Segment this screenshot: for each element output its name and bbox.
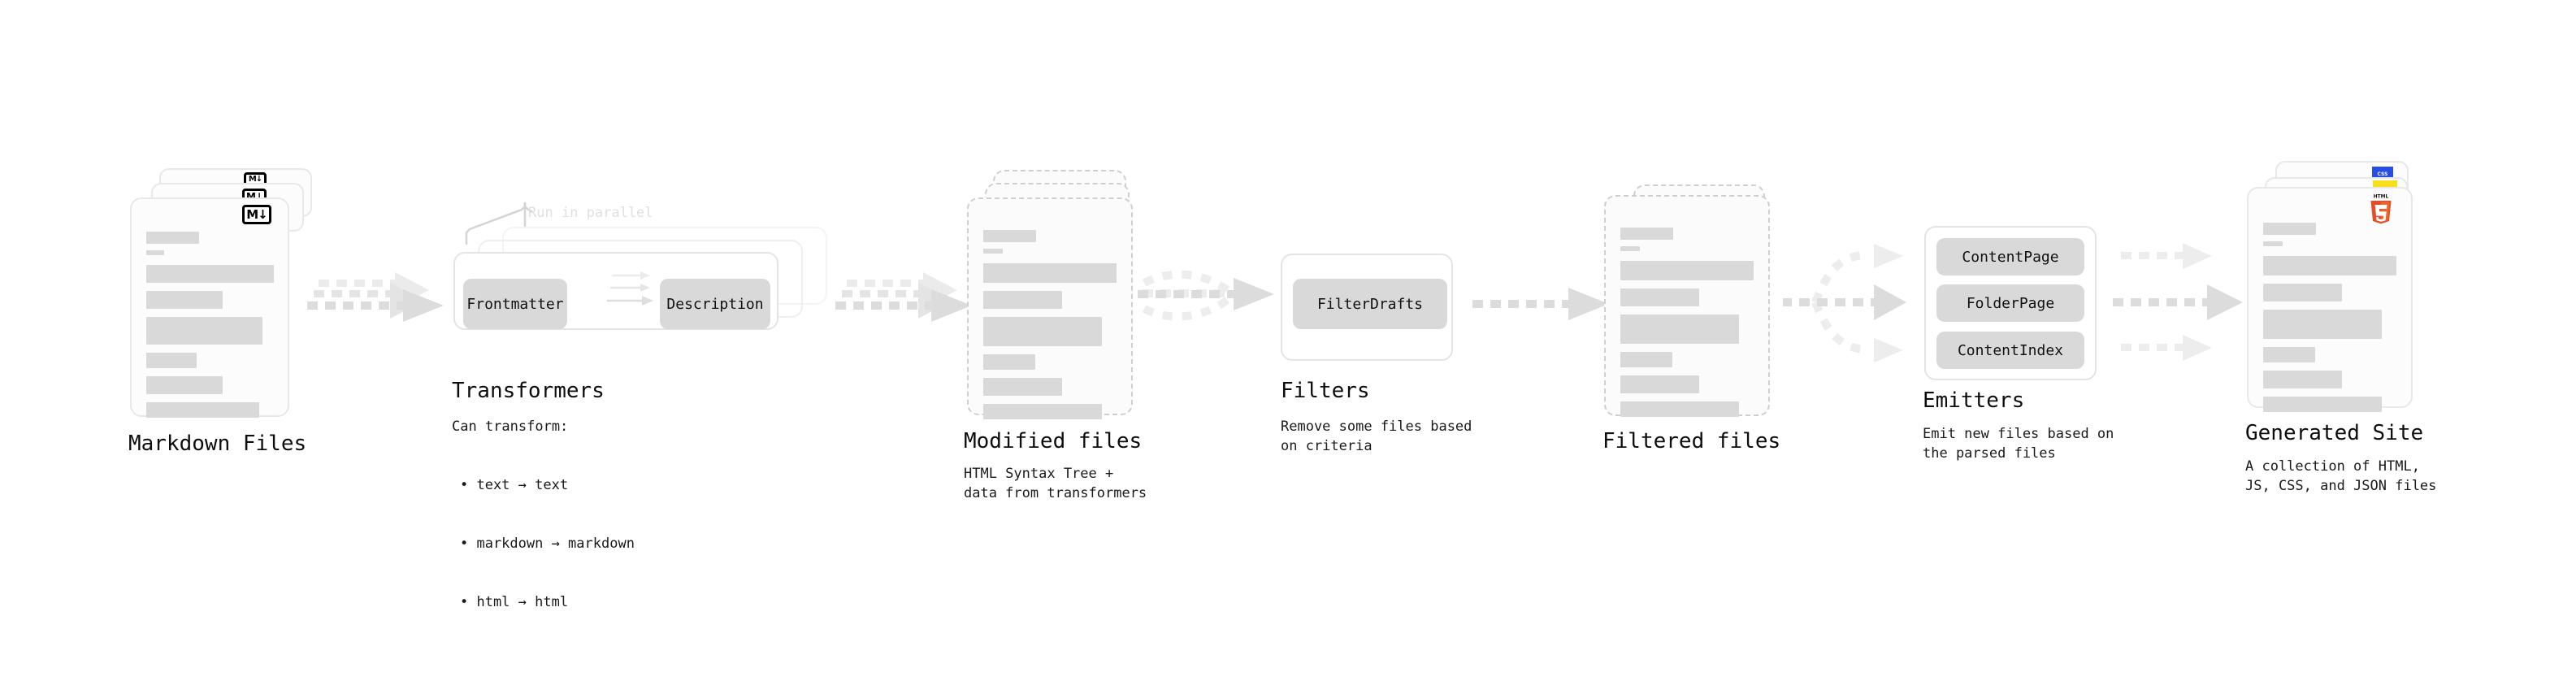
transformers-inner-arrows: [606, 271, 653, 306]
content-bar: [2263, 347, 2315, 362]
content-bar: [1620, 352, 1672, 367]
transformer-pill-label: Frontmatter: [466, 295, 564, 313]
transformer-pill-label: Description: [666, 295, 764, 313]
content-bar: [1620, 314, 1739, 344]
content-bar: [146, 265, 274, 283]
markdown-badge-text: M↓: [246, 206, 267, 222]
content-bar: [146, 250, 164, 255]
transformer-pill-description[interactable]: Description: [660, 279, 770, 329]
filter-pill-label: FilterDrafts: [1316, 295, 1424, 313]
emitter-pill-folderpage[interactable]: FolderPage: [1936, 284, 2084, 322]
markdown-badge-front: M↓: [242, 205, 271, 224]
arrow-transformers-to-modified: [835, 272, 972, 322]
content-bar: [2263, 241, 2283, 246]
arrow-filtered-to-emitters: [1783, 244, 1906, 362]
markdown-card-content: [146, 232, 274, 418]
css-badge-label: CSS: [2377, 171, 2388, 177]
svg-text:HTML: HTML: [2374, 195, 2389, 200]
stage-title-emitters: Emitters: [1923, 388, 2025, 413]
content-bar: [2263, 256, 2396, 275]
content-bar: [983, 249, 1003, 254]
stage-caption-transformers: Can transform:: [452, 419, 569, 435]
emitter-pill-label: ContentIndex: [1957, 341, 2064, 359]
content-bar: [983, 354, 1035, 370]
run-in-parallel-bracket: [465, 202, 533, 245]
content-bar: [1620, 246, 1640, 251]
content-bar: [1620, 375, 1699, 393]
content-bar: [983, 291, 1062, 309]
markdown-card-front: [130, 197, 289, 418]
content-bar: [2263, 223, 2316, 235]
markdown-badge-text: M↓: [248, 174, 262, 184]
content-bar: [983, 230, 1036, 242]
generated-card-front: [2247, 187, 2413, 412]
transformers-bullet-text: • text → text • markdown → markdown • ht…: [460, 436, 635, 651]
filter-pill-filterdrafts[interactable]: FilterDrafts: [1293, 279, 1447, 329]
html5-icon: HTML: [2370, 195, 2392, 224]
stage-caption-emitters: Emit new files based on the parsed files: [1923, 426, 2114, 462]
content-bar: [1620, 288, 1699, 306]
content-bar: [2263, 397, 2382, 412]
content-bar: [146, 353, 197, 368]
content-bar: [146, 291, 223, 309]
content-bar: [2263, 310, 2382, 339]
modified-card-content: [983, 230, 1117, 419]
stage-title-filters: Filters: [1281, 379, 1370, 403]
transformers-bullet-item: • text → text: [460, 477, 569, 493]
content-bar: [1620, 401, 1739, 417]
stage-caption-modified-files: HTML Syntax Tree + data from transformer…: [964, 466, 1147, 501]
arrow-markdown-to-transformers: [307, 272, 444, 322]
emitter-pill-label: ContentPage: [1962, 248, 2059, 266]
stage-title-filtered-files: Filtered files: [1602, 429, 1781, 453]
content-bar: [2263, 284, 2342, 301]
arrow-filters-to-filtered: [1472, 288, 1609, 320]
stage-title-modified-files: Modified files: [964, 429, 1143, 453]
content-bar: [1620, 228, 1673, 240]
stage-title-transformers: Transformers: [452, 379, 605, 403]
run-in-parallel-label: Run in parallel: [528, 205, 653, 221]
generated-card-content: [2263, 223, 2396, 412]
transformer-pill-frontmatter[interactable]: Frontmatter: [463, 279, 567, 329]
arrow-modified-to-filters: [1138, 270, 1274, 321]
transformers-bullet-item: • html → html: [460, 594, 569, 610]
modified-card-front: [967, 197, 1133, 419]
stage-caption-generated-site: A collection of HTML, JS, CSS, and JSON …: [2245, 458, 2437, 494]
emitter-pill-contentpage[interactable]: ContentPage: [1936, 238, 2084, 275]
content-bar: [146, 232, 199, 244]
content-bar: [983, 378, 1062, 396]
content-bar: [146, 317, 262, 345]
filtered-card-front: [1604, 195, 1770, 417]
content-bar: [146, 376, 223, 394]
content-bar: [983, 404, 1102, 419]
emitter-pill-label: FolderPage: [1966, 294, 2055, 312]
content-bar: [146, 402, 259, 418]
css-badge: CSS: [2372, 167, 2393, 177]
stage-title-markdown-files: Markdown Files: [128, 432, 307, 456]
arrow-emitters-to-site: [2113, 243, 2243, 361]
filtered-card-content: [1620, 228, 1754, 417]
stage-title-generated-site: Generated Site: [2245, 421, 2424, 445]
stage-caption-filters: Remove some files based on criteria: [1281, 419, 1472, 454]
content-bar: [983, 263, 1117, 283]
content-bar: [1620, 261, 1754, 280]
transformers-bullet-item: • markdown → markdown: [460, 536, 635, 552]
content-bar: [2263, 371, 2342, 388]
emitter-pill-contentindex[interactable]: ContentIndex: [1936, 332, 2084, 369]
content-bar: [983, 317, 1102, 346]
